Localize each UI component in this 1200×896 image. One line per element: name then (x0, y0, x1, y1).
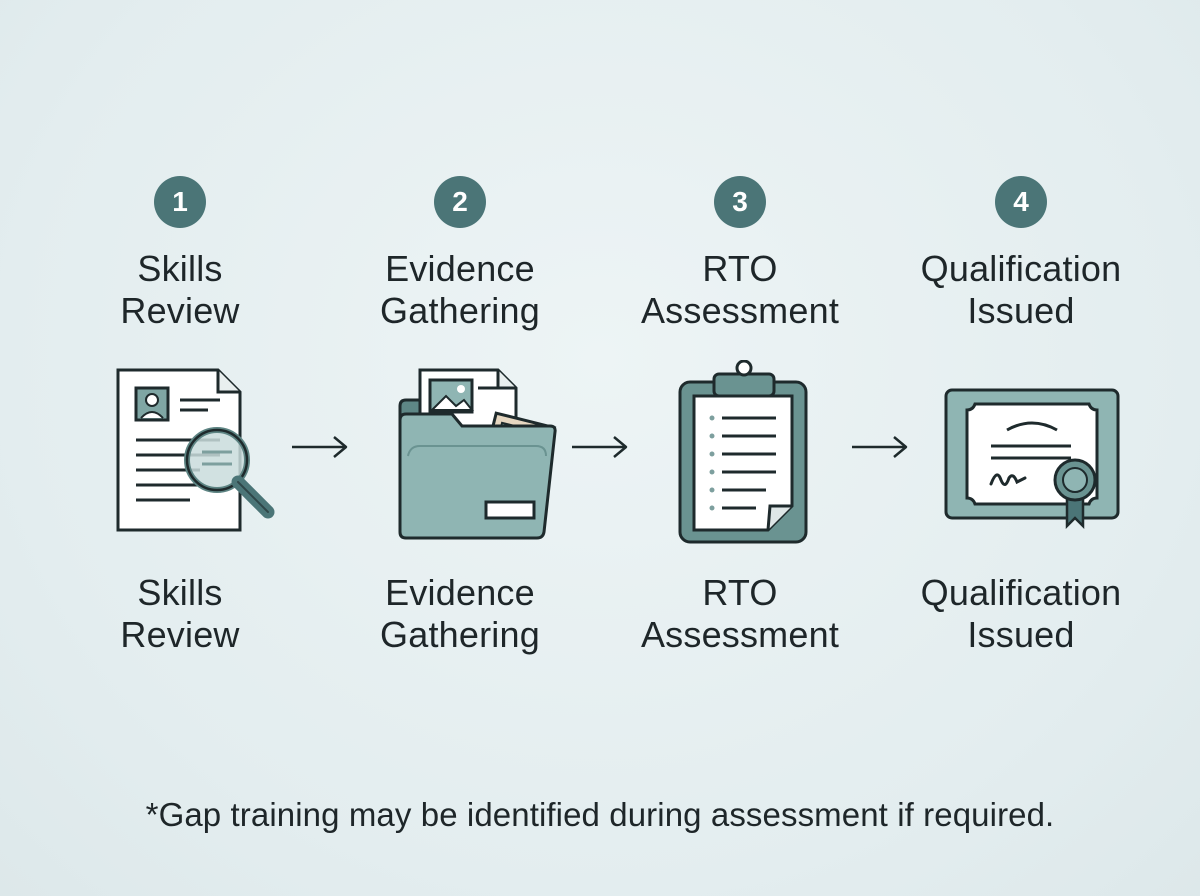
arrow-right-icon (852, 436, 908, 458)
footnote: *Gap training may be identified during a… (145, 796, 1055, 833)
step-title-line1: Evidence (385, 572, 535, 613)
step-title-line2: Review (120, 290, 240, 331)
step-title-bottom: Qualification Issued (921, 572, 1122, 656)
resume-magnifier-icon (116, 368, 275, 532)
step-title-line1: RTO (702, 248, 778, 289)
step-number-badge: 4 (995, 176, 1047, 228)
step-title-line2: Gathering (380, 290, 540, 331)
step-evidence-gathering: 2 Evidence Gathering Evidence (320, 176, 600, 656)
step-title-line1: Qualification (920, 248, 1122, 289)
step-title-top: Qualification Issued (921, 248, 1122, 332)
clipboard-checklist-icon (678, 360, 808, 544)
step-title-line2: Assessment (640, 614, 840, 655)
step-number-badge: 2 (434, 176, 486, 228)
step-title-line2: Gathering (380, 614, 540, 655)
step-title-line1: RTO (702, 572, 778, 613)
step-title-line2: Issued (967, 290, 1075, 331)
step-title-top: Skills Review (120, 248, 239, 332)
certificate-icon (944, 388, 1120, 530)
step-skills-review: 1 Skills Review Skills Re (40, 176, 320, 656)
step-title-line2: Issued (967, 614, 1075, 655)
step-title-line2: Assessment (640, 290, 840, 331)
step-number-badge: 3 (714, 176, 766, 228)
step-title-top: RTO Assessment (641, 248, 839, 332)
folder-documents-icon (398, 368, 557, 540)
arrow-right-icon (292, 436, 348, 458)
step-qualification-issued: 4 Qualification Issued Qualification Iss… (881, 176, 1161, 656)
step-title-line2: Review (120, 614, 240, 655)
step-rto-assessment: 3 RTO Assessment RTO Assessment (600, 176, 880, 656)
step-title-bottom: Skills Review (120, 572, 239, 656)
step-title-line1: Qualification (920, 572, 1122, 613)
step-number-badge: 1 (154, 176, 206, 228)
step-title-line1: Skills (137, 572, 223, 613)
step-title-bottom: Evidence Gathering (380, 572, 540, 656)
step-title-line1: Skills (137, 248, 223, 289)
arrow-right-icon (572, 436, 628, 458)
step-title-top: Evidence Gathering (380, 248, 540, 332)
step-title-line1: Evidence (385, 248, 535, 289)
step-title-bottom: RTO Assessment (641, 572, 839, 656)
